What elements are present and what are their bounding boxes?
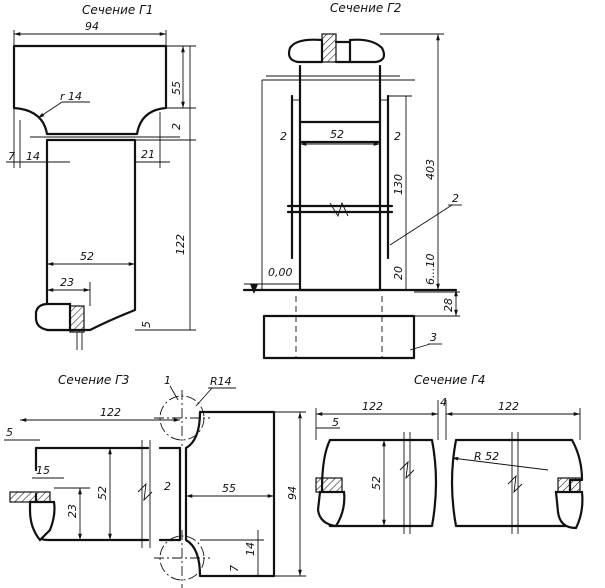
g3-dim-height-52: 52 (96, 486, 109, 500)
g3-dim-gap: 2 (164, 480, 171, 493)
g1-dim-inner-width: 52 (80, 250, 94, 263)
g1-outline (12, 44, 168, 136)
g4-rail-right (557, 477, 581, 493)
section-g2-title: Сечение Г2 (330, 1, 401, 15)
g1-dim-left-inner: 14 (26, 150, 40, 163)
g1-dim-top-height: 55 (170, 81, 183, 95)
g3-dim-left-margin: 5 (6, 426, 13, 439)
section-g3-title: Сечение Г3 (58, 373, 129, 387)
g3-callout-1: 1 (164, 374, 171, 387)
g4-dim-length-right: 122 (498, 400, 519, 413)
g2-dim-height-130: 130 (392, 174, 405, 195)
g2-dim-inner-width: 52 (330, 128, 344, 141)
g2-base-block (262, 314, 416, 360)
g1-dim-height: 122 (174, 234, 187, 255)
g2-callout-2: 2 (452, 192, 459, 205)
g1-dim-right-inner: 21 (141, 148, 155, 161)
g1-dim-radius: r 14 (60, 90, 82, 103)
g3-rail (9, 491, 51, 503)
g2-callout-3: 3 (430, 331, 437, 344)
g3-dim-height-23: 23 (66, 504, 79, 518)
g1-dim-gap: 2 (170, 123, 183, 130)
g3-body (34, 446, 182, 542)
g2-dim-height-403: 403 (424, 159, 437, 180)
g3-dim-length: 122 (100, 406, 121, 419)
g1-dim-bottom: 5 (140, 321, 153, 328)
g4-seal-left (316, 490, 346, 528)
section-g4-title: Сечение Г4 (414, 373, 485, 387)
g2-top-rail (321, 33, 337, 63)
g3-dim-radius: R14 (210, 375, 232, 388)
g1-rail (69, 305, 85, 333)
g3-dim-offset-7: 7 (228, 565, 241, 572)
g4-dim-radius: R 52 (474, 450, 499, 463)
g3-dim-inner-left: 15 (36, 464, 50, 477)
g1-stem (45, 138, 137, 332)
g4-dim-gap: 4 (440, 396, 447, 409)
g2-dim-right: 2 (394, 130, 401, 143)
section-g3: Сечение Г3 122 5 15 23 52 2 55 (4, 373, 306, 588)
g4-dim-length-left: 122 (362, 400, 383, 413)
g4-seal-right (554, 490, 584, 530)
g4-dim-height-52: 52 (370, 476, 383, 490)
section-g1-title: Сечение Г1 (82, 3, 153, 17)
g2-level: 0,00 (268, 266, 293, 279)
g2-dim-range: 6...10 (424, 254, 437, 286)
g3-dim-width-55: 55 (222, 482, 236, 495)
g1-dim-left-offset: 7 (8, 150, 15, 163)
g3-dim-height-94: 94 (286, 486, 299, 500)
section-g2: Сечение Г2 2 52 2 130 20 403 (242, 1, 462, 360)
g2-dim-left: 2 (280, 130, 287, 143)
g1-seal (34, 302, 72, 332)
g2-dim-depth: 28 (442, 298, 455, 312)
g1-dim-base: 23 (60, 276, 74, 289)
section-g1: Сечение Г1 94 r 14 55 2 122 5 (6, 3, 196, 350)
g2-top-cap (287, 38, 324, 64)
g4-rail-left (315, 477, 343, 493)
g4-dim-left-margin: 5 (332, 416, 339, 429)
g3-dim-h14: 14 (244, 542, 257, 556)
g1-dim-width: 94 (85, 20, 99, 33)
g2-body (298, 64, 382, 292)
g2-dim-height-20: 20 (392, 266, 405, 280)
g3-seal (28, 500, 56, 542)
section-g4: Сечение Г4 122 4 122 5 52 R 52 (315, 373, 584, 534)
